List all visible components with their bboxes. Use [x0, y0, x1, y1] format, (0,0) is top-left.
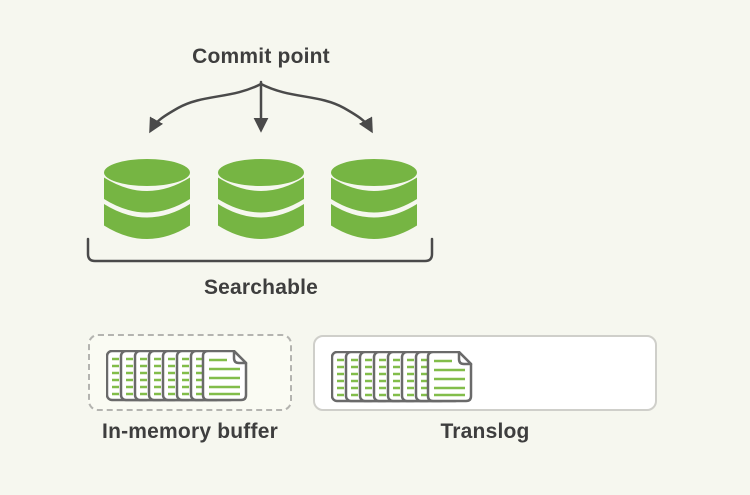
arrow-right: [259, 82, 373, 134]
translog-label: Translog: [440, 420, 530, 443]
document-stack-icon: [106, 350, 248, 402]
translog-box: [313, 335, 657, 411]
in-memory-buffer-box: [88, 334, 292, 411]
commit-point-label: Commit point: [192, 45, 330, 68]
searchable-label: Searchable: [203, 276, 319, 299]
arrow-left: [149, 82, 263, 134]
in-memory-buffer-label: In-memory buffer: [102, 420, 278, 443]
document-stack-icon: [331, 351, 473, 403]
